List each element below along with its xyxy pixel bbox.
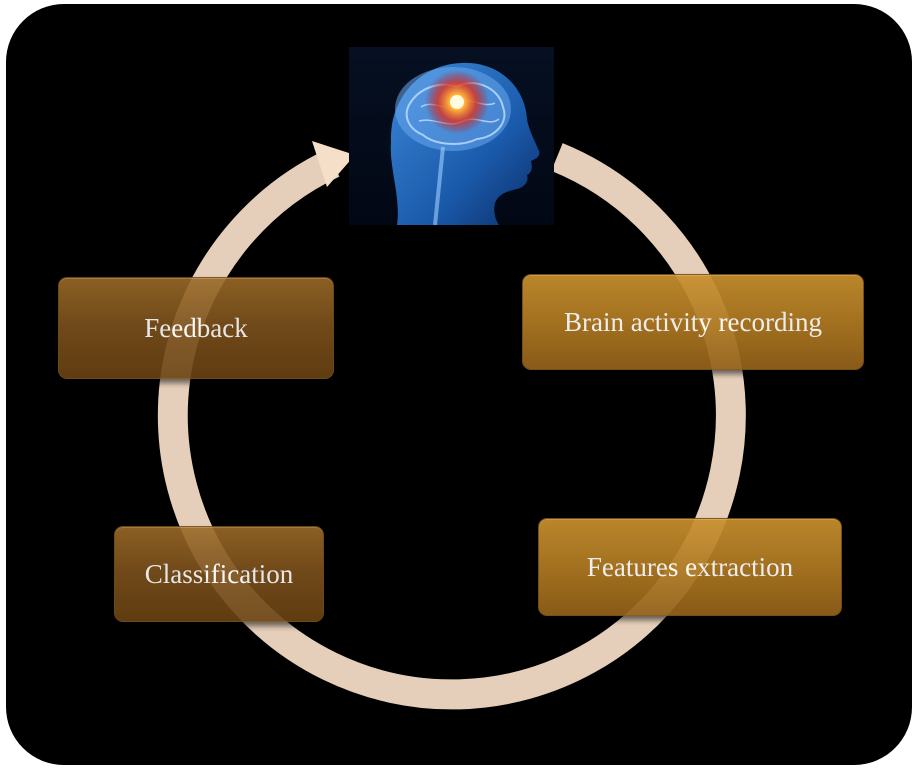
- brain-head-image: [349, 47, 554, 225]
- stage-classification-label: Classification: [144, 558, 294, 589]
- stage-extraction-box: Features extraction: [538, 518, 842, 616]
- stage-extraction-label: Features extraction: [586, 551, 794, 582]
- stage-classification-box: Classification: [114, 526, 324, 622]
- stage-recording-label: Brain activity recording: [564, 306, 822, 337]
- stage-feedback-box: Feedback: [58, 277, 334, 379]
- stage-recording-box: Brain activity recording: [522, 274, 864, 370]
- stage-feedback-label: Feedback: [144, 312, 248, 343]
- cycle-arrowhead: [312, 141, 355, 187]
